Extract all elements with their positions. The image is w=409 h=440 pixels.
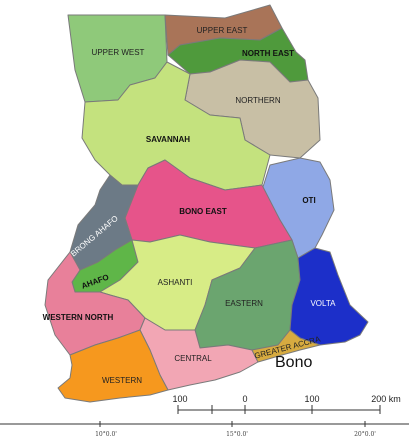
label-upper-east: UPPER EAST bbox=[197, 26, 248, 35]
label-savannah: SAVANNAH bbox=[146, 135, 190, 144]
longitude-label-10: 10°0.0' bbox=[95, 431, 117, 438]
label-volta: VOLTA bbox=[310, 299, 336, 308]
longitude-axis: 10°0.0' 15°0.0' 20°0.0' bbox=[0, 421, 409, 438]
label-oti: OTI bbox=[302, 196, 315, 205]
annotation-bono: Bono bbox=[275, 354, 312, 371]
longitude-label-15: 15°0.0' bbox=[226, 431, 248, 438]
label-eastern: EASTERN bbox=[225, 299, 263, 308]
label-bono-east: BONO EAST bbox=[179, 207, 227, 216]
label-western: WESTERN bbox=[102, 376, 142, 385]
label-northern: NORTHERN bbox=[235, 96, 280, 105]
scale-label-100-left: 100 bbox=[172, 394, 187, 404]
label-upper-west: UPPER WEST bbox=[92, 48, 145, 57]
label-ashanti: ASHANTI bbox=[158, 278, 193, 287]
scale-bar: 100 0 100 200 km bbox=[172, 394, 401, 414]
scale-label-0: 0 bbox=[242, 394, 247, 404]
region-western bbox=[57, 329, 169, 403]
label-north-east: NORTH EAST bbox=[242, 49, 294, 58]
scale-label-200km: 200 km bbox=[371, 394, 401, 404]
label-western-north: WESTERN NORTH bbox=[43, 313, 114, 322]
longitude-label-20: 20°0.0' bbox=[354, 431, 376, 438]
region-greater-accra bbox=[251, 329, 321, 363]
region-volta bbox=[289, 247, 369, 346]
scale-label-100-right: 100 bbox=[304, 394, 319, 404]
label-central: CENTRAL bbox=[174, 354, 212, 363]
